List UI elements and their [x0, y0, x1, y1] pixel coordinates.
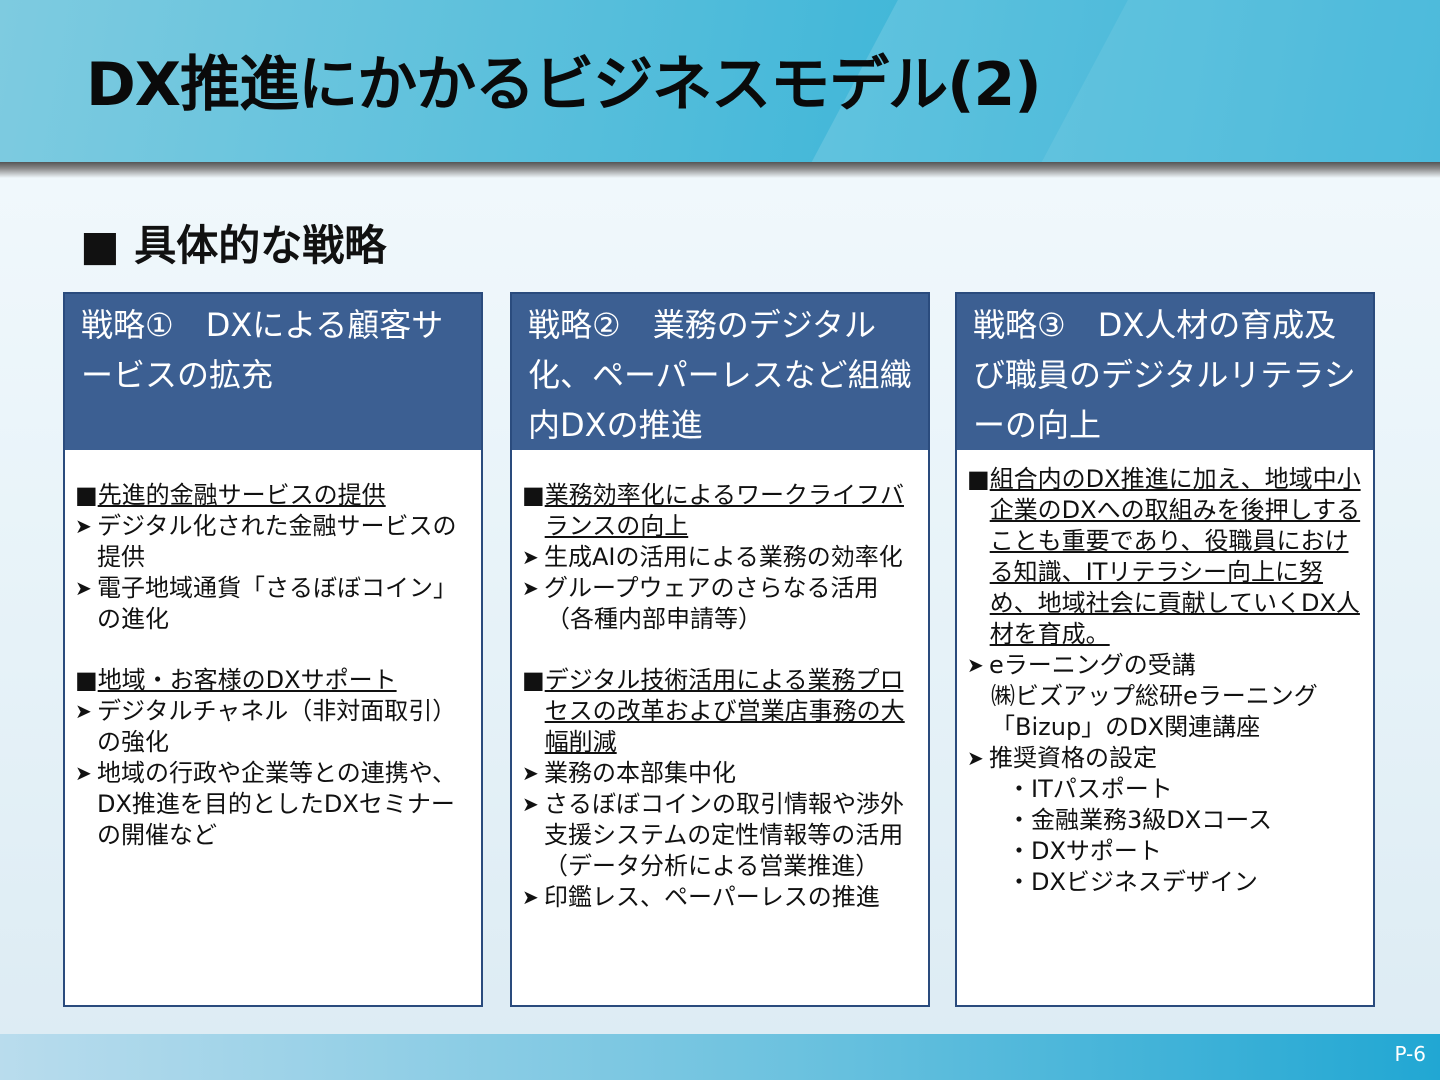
list-item-text: デジタルチャネル（非対面取引）の強化 [97, 697, 457, 756]
arrow-bullet-icon: ➤ [522, 545, 539, 569]
section-heading: ■地域・お客様のDXサポート [75, 665, 473, 696]
strategy-1-body: ■先進的金融サービスの提供➤デジタル化された金融サービスの提供➤電子地域通貨「さ… [65, 450, 481, 851]
arrow-bullet-icon: ➤ [522, 885, 539, 909]
square-bullet-icon: ■ [75, 666, 98, 694]
list-item-text: 地域の行政や企業等との連携や、DX推進を目的としたDXセミナーの開催など [97, 759, 457, 849]
list-item: ➤電子地域通貨「さるぼぼコイン」の進化 [75, 573, 473, 635]
arrow-bullet-icon: ➤ [75, 761, 92, 785]
strategy-1-heading: 戦略① DXによる顧客サービスの拡充 [65, 294, 481, 450]
square-bullet-icon: ■ [522, 666, 545, 694]
section-title: ■ 具体的な戦略 [80, 221, 387, 270]
arrow-bullet-icon: ➤ [75, 514, 92, 538]
list-item: ➤業務の本部集中化 [522, 758, 920, 789]
square-bullet-icon: ■ [522, 481, 545, 509]
arrow-bullet-icon: ➤ [75, 699, 92, 723]
arrow-bullet-icon: ➤ [967, 653, 984, 677]
spacer [75, 635, 473, 665]
list-item: ➤生成AIの活用による業務の効率化 [522, 542, 920, 573]
arrow-bullet-icon: ➤ [522, 761, 539, 785]
list-item: ➤推奨資格の設定 [967, 743, 1365, 774]
strategy-2-heading: 戦略② 業務のデジタル化、ペーパーレスなど組織内DXの推進 [512, 294, 928, 450]
section-heading-text: 地域・お客様のDXサポート [97, 666, 397, 694]
arrow-bullet-icon: ➤ [522, 576, 539, 600]
list-item-text: 生成AIの活用による業務の効率化 [544, 543, 903, 571]
list-item: ➤地域の行政や企業等との連携や、DX推進を目的としたDXセミナーの開催など [75, 758, 473, 851]
square-bullet-icon: ■ [75, 481, 98, 509]
list-item: ➤ eラーニングの受講 [967, 650, 1365, 681]
section-heading-text: 先進的金融サービスの提供 [97, 481, 386, 509]
list-item-text: 印鑑レス、ペーパーレスの推進 [544, 883, 880, 911]
arrow-bullet-icon: ➤ [967, 746, 984, 770]
list-item-text: eラーニングの受講 [989, 651, 1196, 679]
strategy-1-card: 戦略① DXによる顧客サービスの拡充 ■先進的金融サービスの提供➤デジタル化され… [63, 292, 483, 1007]
item-note: （各種内部申請等） [546, 605, 762, 633]
title-banner [0, 0, 1440, 168]
banner-shadow [0, 162, 1440, 178]
list-item-text: デジタル化された金融サービスの提供 [97, 512, 457, 571]
sub-item: ・DXビジネスデザイン [1007, 868, 1258, 896]
list-item-text: グループウェアのさらなる活用 [544, 574, 879, 602]
section-heading-text: デジタル技術活用による業務プロセスの改革および営業店事務の大幅削減 [544, 666, 905, 756]
list-item: ➤デジタル化された金融サービスの提供 [75, 511, 473, 573]
list-item-text: 業務の本部集中化 [544, 759, 736, 787]
sub-item: ・ITパスポート [1007, 775, 1173, 803]
section-heading: ■業務効率化によるワークライフバランスの向上 [522, 480, 920, 542]
list-item-text: 推奨資格の設定 [989, 744, 1157, 772]
list-item-text: 電子地域通貨「さるぼぼコイン」の進化 [97, 574, 457, 633]
strategy-3-body: ■組合内のDX推進に加え、地域中小企業のDXへの取組みを後押しすることも重要であ… [957, 450, 1373, 898]
sub-item: ・金融業務3級DXコース [1007, 806, 1272, 834]
list-item: ➤デジタルチャネル（非対面取引）の強化 [75, 696, 473, 758]
section-heading-text: 組合内のDX推進に加え、地域中小企業のDXへの取組みを後押しすることも重要であり… [989, 465, 1361, 648]
item-note: ㈱ビズアップ総研eラーニング「Bizup」のDX関連講座 [991, 682, 1318, 741]
strategy-2-body: ■業務効率化によるワークライフバランスの向上➤生成AIの活用による業務の効率化➤… [512, 450, 928, 913]
sub-item: ・DXサポート [1007, 837, 1162, 865]
list-item: ➤グループウェアのさらなる活用 [522, 573, 920, 604]
footer-bar [0, 1034, 1440, 1080]
square-bullet-icon: ■ [967, 465, 990, 493]
section-heading: ■先進的金融サービスの提供 [75, 480, 473, 511]
section-heading: ■組合内のDX推進に加え、地域中小企業のDXへの取組みを後押しすることも重要であ… [967, 464, 1365, 650]
arrow-bullet-icon: ➤ [522, 792, 539, 816]
list-item-text: さるぼぼコインの取引情報や渉外支援システムの定性情報等の活用（データ分析による営… [544, 790, 904, 880]
section-heading: ■デジタル技術活用による業務プロセスの改革および営業店事務の大幅削減 [522, 665, 920, 758]
strategy-2-card: 戦略② 業務のデジタル化、ペーパーレスなど組織内DXの推進 ■業務効率化によるワ… [510, 292, 930, 1007]
arrow-bullet-icon: ➤ [75, 576, 92, 600]
list-item: ➤印鑑レス、ペーパーレスの推進 [522, 882, 920, 913]
strategy-3-card: 戦略③ DX人材の育成及び職員のデジタルリテラシーの向上 ■組合内のDX推進に加… [955, 292, 1375, 1007]
section-heading-text: 業務効率化によるワークライフバランスの向上 [544, 481, 904, 540]
page-number: P-6 [1394, 1042, 1426, 1066]
slide-title: DX推進にかかるビジネスモデル(2) [86, 50, 1042, 120]
strategy-3-heading: 戦略③ DX人材の育成及び職員のデジタルリテラシーの向上 [957, 294, 1373, 450]
list-item: ➤さるぼぼコインの取引情報や渉外支援システムの定性情報等の活用（データ分析による… [522, 789, 920, 882]
spacer [522, 635, 920, 665]
